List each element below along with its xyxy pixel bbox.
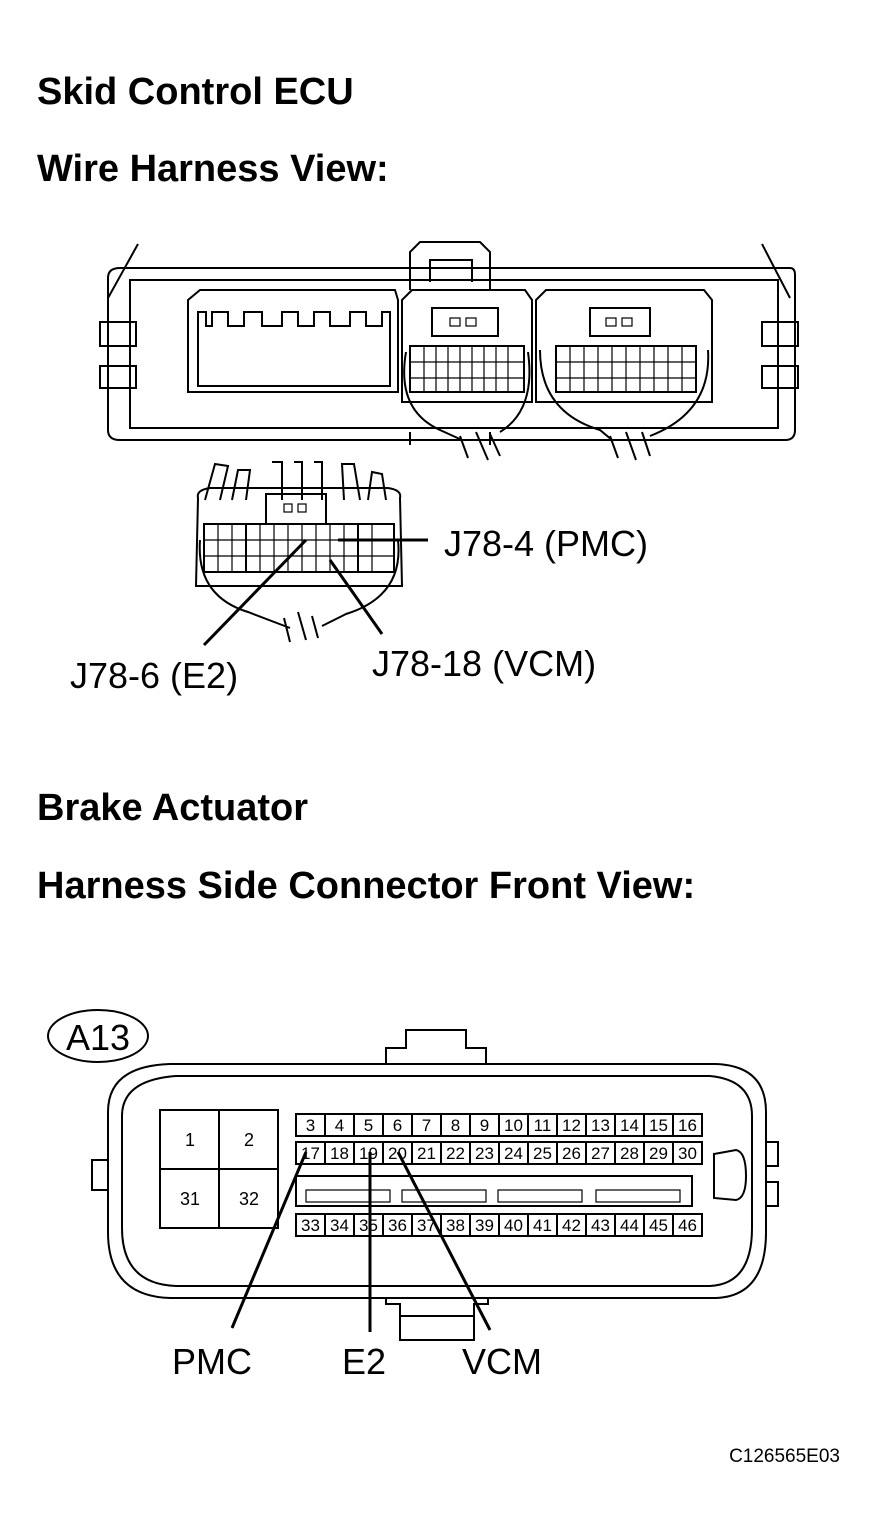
pin-12: 12 <box>562 1116 581 1135</box>
pin-15: 15 <box>649 1116 668 1135</box>
pin-34: 34 <box>330 1216 349 1235</box>
pin-cell-30 <box>672 1141 703 1165</box>
pin-32: 32 <box>239 1189 259 1209</box>
ecu-callout-e2-label: J78-6 (E2) <box>70 655 238 696</box>
actuator-callout-vcm-label: VCM <box>462 1341 542 1382</box>
j78-connector-drawing <box>194 461 404 643</box>
ecu-right-pin-grid <box>555 345 697 393</box>
ecu-callout-pmc: J78-4 (PMC) <box>338 523 648 564</box>
pin-44: 44 <box>620 1216 639 1235</box>
pin-25: 25 <box>533 1144 552 1163</box>
figure-code: C126565E03 <box>729 1446 840 1467</box>
pin-43: 43 <box>591 1216 610 1235</box>
pin-46: 46 <box>678 1216 697 1235</box>
actuator-callout-pmc: PMC <box>172 1151 308 1382</box>
pin-42: 42 <box>562 1216 581 1235</box>
pin-6: 6 <box>393 1116 402 1135</box>
pin-21: 21 <box>417 1144 436 1163</box>
pin-41: 41 <box>533 1216 552 1235</box>
pin-45: 45 <box>649 1216 668 1235</box>
pin-22: 22 <box>446 1144 465 1163</box>
pin-36: 36 <box>388 1216 407 1235</box>
actuator-callout-e2-label: E2 <box>342 1341 386 1382</box>
pin-17: 17 <box>301 1144 320 1163</box>
pin-28: 28 <box>620 1144 639 1163</box>
pin-11: 11 <box>534 1116 552 1135</box>
pin-37: 37 <box>417 1216 436 1235</box>
ecu-callout-pmc-label: J78-4 (PMC) <box>444 523 648 564</box>
pin-cell-46 <box>672 1213 703 1237</box>
ecu-callout-e2: J78-6 (E2) <box>70 538 308 696</box>
pin-4: 4 <box>335 1116 344 1135</box>
actuator-callout-pmc-label: PMC <box>172 1341 252 1382</box>
ecu-callout-vcm-label: J78-18 (VCM) <box>372 643 596 684</box>
pin-cell-16 <box>672 1113 703 1137</box>
pin-9: 9 <box>480 1116 489 1135</box>
pin-2: 2 <box>244 1130 254 1150</box>
ecu-view-title: Wire Harness View: <box>37 148 389 190</box>
actuator-view-title: Harness Side Connector Front View: <box>37 865 695 907</box>
pin-18: 18 <box>330 1144 349 1163</box>
pin-row-top: 3 4 5 6 7 8 9 10 11 12 13 14 15 16 <box>295 1113 703 1137</box>
pin-3: 3 <box>306 1116 315 1135</box>
ecu-callout-vcm: J78-18 (VCM) <box>328 559 596 684</box>
pin-10: 10 <box>504 1116 523 1135</box>
pin-26: 26 <box>562 1144 581 1163</box>
pin-24: 24 <box>504 1144 523 1163</box>
pin-38: 38 <box>446 1216 465 1235</box>
actuator-callout-e2: E2 <box>342 1152 386 1382</box>
pin-39: 39 <box>475 1216 494 1235</box>
pin-29: 29 <box>649 1144 668 1163</box>
pin-27: 27 <box>591 1144 610 1163</box>
pin-7: 7 <box>422 1116 431 1135</box>
ecu-title: Skid Control ECU <box>37 71 354 113</box>
connector-id: A13 <box>66 1017 130 1058</box>
pin-13: 13 <box>591 1116 610 1135</box>
pin-40: 40 <box>504 1216 523 1235</box>
ecu-middle-pin-grid <box>409 345 525 393</box>
pin-5: 5 <box>364 1116 373 1135</box>
pin-30: 30 <box>678 1144 697 1163</box>
pin-33: 33 <box>301 1216 320 1235</box>
pin-16: 16 <box>678 1116 697 1135</box>
ecu-housing-drawing <box>99 241 799 461</box>
pin-1: 1 <box>185 1130 195 1150</box>
actuator-callout-vcm: VCM <box>396 1151 542 1382</box>
pin-14: 14 <box>620 1116 639 1135</box>
pin-23: 23 <box>475 1144 494 1163</box>
pin-8: 8 <box>451 1116 460 1135</box>
actuator-title: Brake Actuator <box>37 787 308 829</box>
pin-31: 31 <box>180 1189 200 1209</box>
